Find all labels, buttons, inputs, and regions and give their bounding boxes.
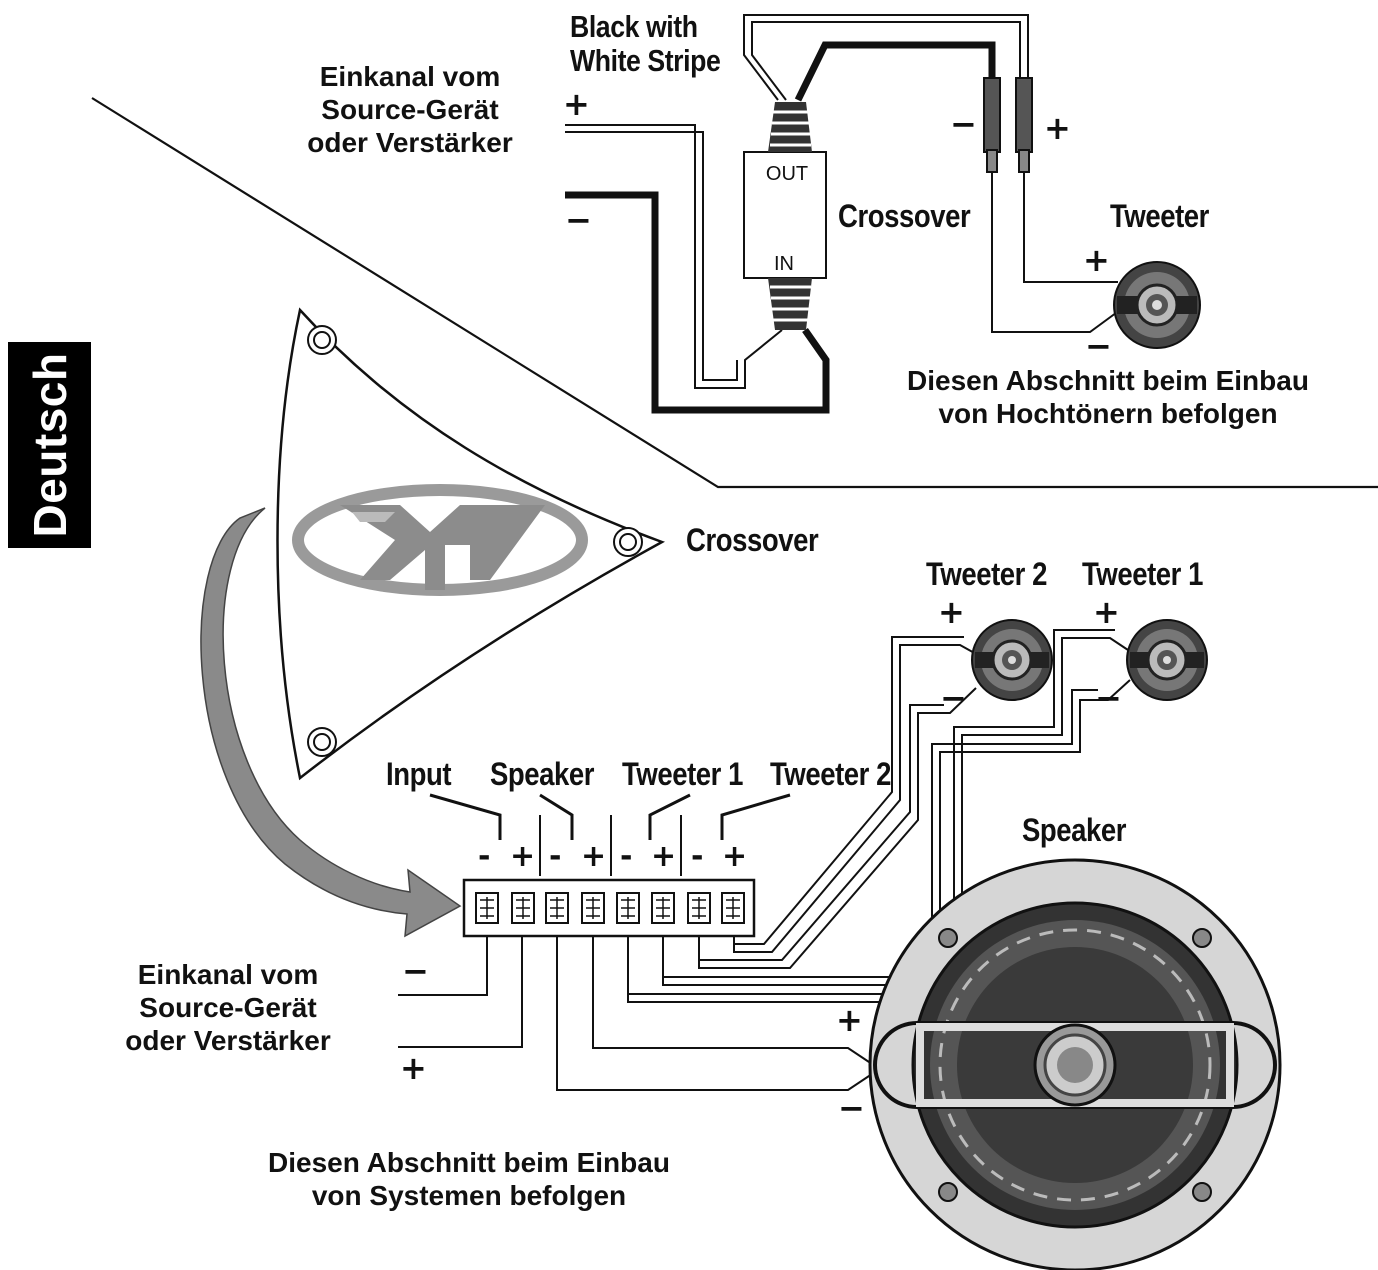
language-tab-label: Deutsch (23, 352, 76, 538)
tweeter1-plus: + (1093, 593, 1120, 631)
language-tab: Deutsch (8, 342, 91, 548)
terminal-polarity-2: + (510, 839, 536, 874)
terminal-label-input: Input (386, 756, 452, 792)
bottom-instruction: Diesen Abschnitt beim Einbau von Systeme… (222, 1146, 716, 1212)
bottom-crossover-label: Crossover (686, 522, 819, 558)
top-source-line2: Source-Gerät (321, 94, 499, 126)
tweeter2-label: Tweeter 2 (926, 556, 1048, 592)
top-connector-plus: + (1044, 109, 1071, 147)
tweeter-negative-wire (794, 41, 996, 102)
wire-label: Black with White Stripe (570, 9, 721, 79)
mount-arrow-icon (200, 507, 462, 938)
terminal-polarity-3: - (549, 839, 562, 874)
top-instruction-line1: Diesen Abschnitt beim Einbau (907, 365, 1309, 396)
terminal-block (462, 815, 756, 938)
tweeter1-label: Tweeter 1 (1082, 556, 1204, 592)
top-source-label: Einkanal vom Source-Gerät oder Verstärke… (290, 60, 530, 159)
speaker-woofer-icon (868, 858, 1282, 1270)
top-instruction: Diesen Abschnitt beim Einbau von Hochtön… (862, 364, 1354, 430)
bottom-source-line1: Einkanal vom (137, 959, 319, 990)
tweeter-positive-wire (743, 14, 1029, 101)
terminal-polarity-4: + (581, 839, 607, 874)
terminal-label-tweeter1: Tweeter 1 (622, 756, 744, 792)
terminal-polarity-7: - (691, 839, 704, 874)
terminal-polarity-6: + (651, 839, 677, 874)
top-tweeter-plus: + (1083, 241, 1110, 279)
terminal-label-speaker: Speaker (490, 756, 595, 792)
top-input-minus: − (565, 201, 592, 239)
brand-logo-icon (292, 484, 588, 596)
terminal-polarity-1: - (478, 839, 491, 874)
speaker-minus: − (838, 1089, 865, 1127)
speaker-plus: + (836, 1001, 863, 1039)
input-positive-wire (565, 124, 783, 389)
bottom-source-line3: oder Verstärker (125, 1025, 331, 1057)
bottom-instruction-line2: von Systemen befolgen (311, 1180, 627, 1212)
input-negative-wire (565, 191, 830, 414)
tweeter1-icon (1126, 619, 1208, 701)
tweeter1-minus: − (1095, 679, 1122, 717)
tweeter2-plus: + (938, 593, 965, 631)
tweeter-connectors (983, 77, 1033, 173)
wire-label-line2: White Stripe (570, 43, 721, 79)
top-input-plus: + (563, 85, 590, 123)
tweeter2-minus: − (940, 679, 967, 717)
bottom-instruction-line1: Diesen Abschnitt beim Einbau (268, 1147, 670, 1178)
top-connector-minus: − (950, 105, 977, 143)
bottom-source-minus: − (402, 952, 429, 990)
top-tweeter-minus: − (1085, 327, 1112, 365)
bottom-source-label: Einkanal vom Source-Gerät oder Verstärke… (108, 958, 348, 1057)
bottom-source-plus: + (400, 1049, 427, 1087)
top-source-line1: Einkanal vom (319, 61, 501, 92)
inline-crossover (743, 102, 827, 330)
system-wiring (398, 629, 1131, 1091)
top-tweeter-leads (991, 172, 1121, 333)
top-source-line3: oder Verstärker (307, 127, 513, 159)
terminal-polarity-8: + (722, 839, 748, 874)
top-crossover-label: Crossover (838, 198, 971, 234)
terminal-polarity-5: - (620, 839, 633, 874)
terminal-label-leaders (429, 793, 791, 840)
speaker-label: Speaker (1022, 812, 1127, 848)
top-tweeter-label: Tweeter (1110, 198, 1209, 234)
bottom-source-line2: Source-Gerät (139, 992, 317, 1024)
section-divider-line (91, 97, 1378, 489)
terminal-label-tweeter2: Tweeter 2 (770, 756, 892, 792)
tweeter2-icon (971, 619, 1053, 701)
top-instruction-line2: von Hochtönern befolgen (938, 398, 1278, 430)
crossover-in-label: IN (774, 253, 794, 275)
top-tweeter-icon (1113, 261, 1201, 349)
wire-label-line1: Black with (570, 9, 698, 44)
crossover-unit-icon (276, 307, 666, 781)
crossover-out-label: OUT (766, 163, 808, 185)
